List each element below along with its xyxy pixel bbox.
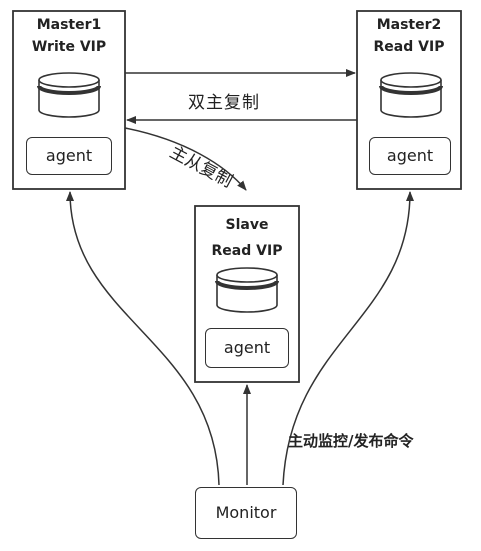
dual-master-replication-label: 双主复制 xyxy=(188,93,260,113)
slave-name: Slave xyxy=(225,217,269,233)
monitor-to-master1-arrow xyxy=(66,191,220,486)
master1-vip: Write VIP xyxy=(31,39,107,55)
slave-title: Slave Read VIP xyxy=(195,212,299,264)
master1-agent: agent xyxy=(26,137,112,175)
monitor-node: Monitor xyxy=(195,487,297,539)
master1-name: Master1 xyxy=(36,17,102,33)
master2-vip: Read VIP xyxy=(373,39,445,55)
master2-name: Master2 xyxy=(376,17,442,33)
master2-title: Master2 Read VIP xyxy=(357,14,461,58)
monitor-command-label: 主动监控/发布命令 xyxy=(288,432,414,450)
monitor-to-master2-arrow xyxy=(282,191,414,486)
master1-to-slave-arrow xyxy=(124,127,247,191)
master2-agent: agent xyxy=(369,137,451,175)
slave-database-icon xyxy=(215,267,279,313)
master1-title: Master1 Write VIP xyxy=(13,14,125,58)
master2-database-icon xyxy=(379,72,443,118)
slave-agent: agent xyxy=(205,328,289,368)
slave-vip: Read VIP xyxy=(211,243,283,259)
master1-database-icon xyxy=(37,72,101,118)
